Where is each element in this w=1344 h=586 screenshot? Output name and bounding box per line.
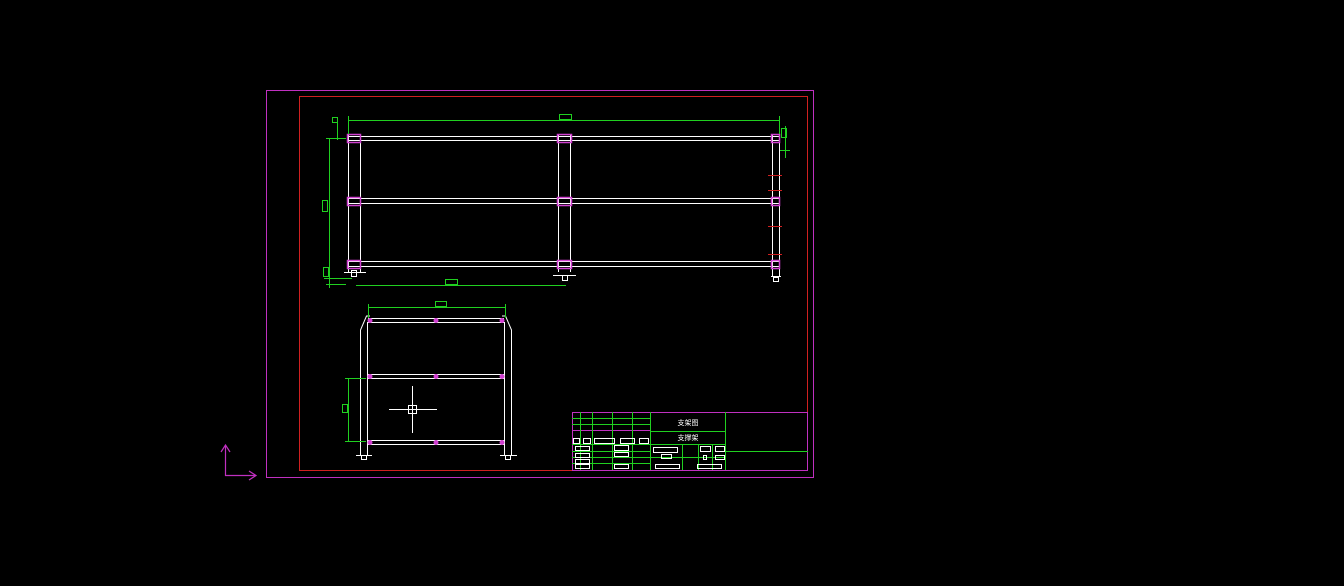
front-view-dimensions: [322, 114, 790, 288]
sheet-border: [266, 90, 814, 478]
crosshair-cursor-icon: [389, 386, 437, 433]
front-view-joints: [346, 133, 781, 270]
section-markers: [768, 175, 782, 255]
side-view-dimensions: [342, 301, 506, 442]
drawing-name-text: 支架图: [678, 418, 699, 427]
drawing-frame: [299, 96, 808, 471]
title-block: 支架图 支撑架: [572, 412, 808, 471]
side-view-joints: [367, 318, 505, 445]
ucs-axis-icon: [220, 443, 258, 481]
part-name-text: 支撑架: [678, 433, 699, 442]
